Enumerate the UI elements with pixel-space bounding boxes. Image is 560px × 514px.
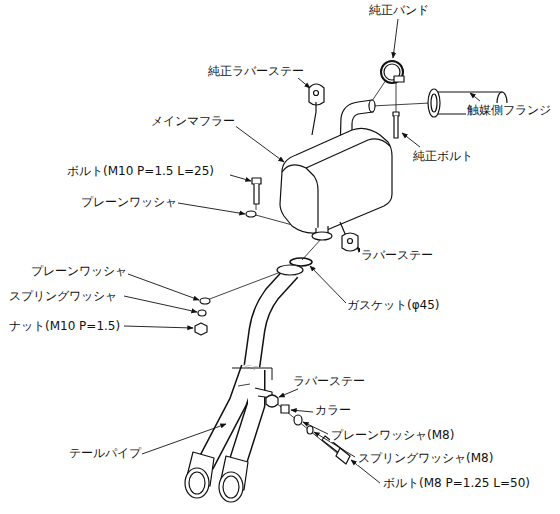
leader-line — [470, 93, 480, 101]
leader-line — [124, 326, 193, 328]
part-label: カラー — [314, 403, 352, 417]
assembly-line — [302, 238, 322, 260]
oem-band — [381, 61, 403, 83]
leader-line — [402, 133, 420, 147]
main-muffler — [280, 128, 392, 233]
oem-rubber-stay — [309, 84, 324, 105]
tail-tip — [185, 468, 209, 498]
tail-tip — [219, 472, 243, 502]
tail-tip — [189, 472, 205, 494]
part-label: プレーンワッシャ(M8) — [330, 428, 455, 442]
tail-pipe — [252, 272, 292, 366]
leader-line — [393, 19, 398, 58]
rubber-stay — [348, 239, 353, 244]
oem-band — [381, 61, 404, 83]
nut-set — [195, 323, 207, 335]
part-label: ラバーステー — [292, 374, 366, 388]
rubber-stay — [342, 233, 358, 251]
m8-hardware — [294, 415, 302, 425]
oem-bolt — [393, 112, 399, 116]
nut-set — [200, 298, 210, 304]
m8-hardware — [336, 448, 350, 464]
m8-hardware — [266, 395, 278, 407]
leader-line — [234, 125, 284, 162]
tail-pipe — [205, 265, 303, 468]
bolt-m10 — [254, 184, 259, 204]
oem-bolt — [394, 116, 398, 138]
part-label: ガスケット(φ45) — [346, 298, 441, 312]
oem-band — [394, 76, 404, 82]
tail-tip — [185, 452, 248, 502]
part-label: スプリングワッシャ(M8) — [357, 451, 494, 465]
rubber-stay — [340, 222, 358, 251]
part-label: ラバーステー — [360, 248, 434, 262]
leader-line — [178, 203, 245, 214]
oem-bolt — [393, 112, 399, 138]
tail-pipe — [238, 384, 250, 386]
part-label: 触媒側フランジ — [466, 103, 552, 117]
assembly-line — [396, 82, 397, 112]
tail-pipe — [236, 370, 256, 468]
part-label: 純正ラバーステー — [207, 64, 305, 78]
part-label: ボルト(M8 P=1.25 L=50) — [382, 476, 531, 490]
tail-pipe — [277, 265, 303, 275]
nut-set — [195, 298, 210, 335]
catalyst-flange — [428, 89, 440, 117]
leader-line — [124, 296, 197, 312]
tail-pipe — [252, 272, 292, 366]
leader-line — [124, 19, 480, 483]
oem-rubber-stay — [312, 102, 316, 135]
main-muffler — [369, 100, 375, 112]
leader-line — [303, 422, 328, 434]
leader-line — [230, 175, 251, 181]
tail-pipe — [232, 368, 272, 380]
main-muffler — [312, 232, 332, 240]
leader-line — [128, 274, 199, 300]
bolt-m10 — [246, 178, 261, 217]
leader-line — [310, 266, 346, 303]
part-label: 純正ボルト — [412, 149, 474, 163]
m8-hardware — [281, 405, 289, 413]
part-label: ボルト(M10 P=1.5 L=25) — [66, 164, 215, 178]
part-label: スプリングワッシャ — [8, 289, 118, 303]
leader-line — [291, 410, 313, 412]
m8-hardware — [307, 426, 313, 434]
nut-set — [198, 310, 206, 316]
part-label: プレーンワッシャ — [80, 195, 178, 209]
leader-line — [142, 424, 226, 454]
oem-rubber-stay — [314, 91, 319, 96]
assembly-line — [372, 103, 430, 106]
catalyst-flange — [431, 94, 437, 112]
main-muffler — [280, 100, 392, 240]
tail-tip — [223, 476, 239, 498]
part-label: ナット(M10 P=1.5) — [8, 319, 121, 333]
bolt-m10 — [246, 211, 256, 217]
main-muffler — [282, 165, 318, 230]
part-label: テールパイプ — [68, 446, 142, 460]
part-label: メインマフラー — [150, 114, 236, 128]
leader-line — [279, 389, 298, 397]
part-label: プレーンワッシャ — [30, 264, 128, 278]
bolt-m10 — [252, 178, 261, 184]
exhaust-illustration — [124, 19, 507, 502]
main-muffler — [306, 139, 390, 168]
oem-rubber-stay — [309, 84, 324, 135]
leader-line — [298, 78, 310, 88]
part-label: 純正バンド — [368, 3, 430, 17]
